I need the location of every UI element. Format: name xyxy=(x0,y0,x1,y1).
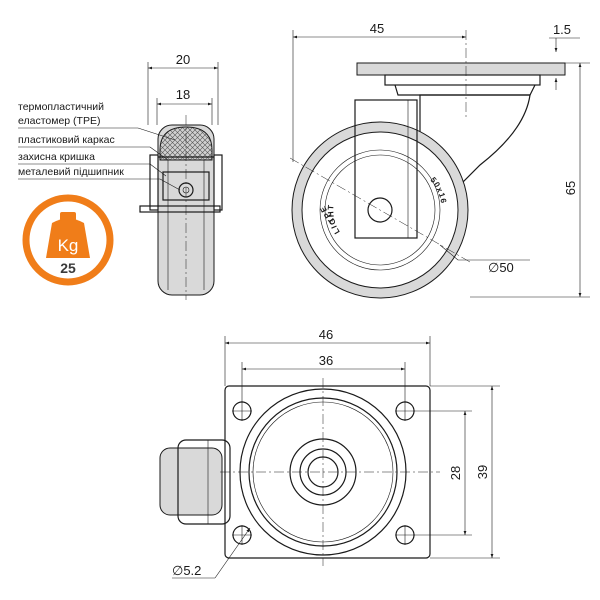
dim-top-plate-width: 46 xyxy=(319,327,333,342)
top-mounting-plate xyxy=(224,385,431,559)
label-tpe: термопластичний еластомер (TPE) xyxy=(18,101,107,127)
dim-front-plate-thickness: 1.5 xyxy=(553,22,571,37)
dim-top-hole-diameter: ∅5.2 xyxy=(172,563,201,578)
label-tpe-line1: термопластичний xyxy=(18,101,104,113)
front-view: LIGHT TPE 50x16 45 1.5 65 ∅50 xyxy=(289,21,590,299)
component-callouts: термопластичний еластомер (TPE) пластико… xyxy=(18,101,181,191)
dim-front-wheel-diameter: ∅50 xyxy=(488,260,514,275)
weight-icon xyxy=(46,218,90,258)
dim-front-plate-offset: 45 xyxy=(370,21,384,36)
side-tread-knurl xyxy=(159,126,213,161)
top-wheel-silhouette xyxy=(159,447,223,516)
label-cap: захисна кришка xyxy=(18,151,95,163)
label-frame: пластиковий каркас xyxy=(18,134,115,146)
label-bearing: металевий підшипник xyxy=(18,166,124,178)
front-fork-leg xyxy=(354,99,418,239)
weight-handle-icon xyxy=(60,212,76,221)
badge-load-value: 25 xyxy=(60,260,76,276)
dim-top-plate-depth: 39 xyxy=(475,465,490,479)
badge-unit: Kg xyxy=(58,236,79,255)
dim-top-hole-spacing-x: 36 xyxy=(319,353,333,368)
label-tpe-line2: еластомер (TPE) xyxy=(18,115,100,127)
load-capacity-badge: Kg 25 xyxy=(22,194,114,286)
front-axle-bolt xyxy=(367,197,393,223)
side-view: 20 18 xyxy=(139,52,223,300)
side-axle xyxy=(139,205,221,213)
dim-side-overall-width: 20 xyxy=(176,52,190,67)
front-top-plate xyxy=(356,62,566,76)
dim-top-hole-spacing-y: 28 xyxy=(448,466,463,480)
top-view: 46 36 28 39 ∅5.2 xyxy=(159,327,500,579)
dim-side-wheel-width: 18 xyxy=(176,87,190,102)
dim-front-height: 65 xyxy=(563,181,578,195)
